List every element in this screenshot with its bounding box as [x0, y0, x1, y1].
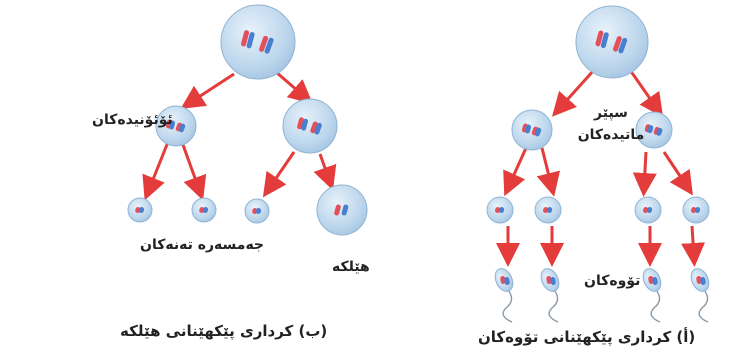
polar-body-2	[192, 198, 216, 222]
sperm-1	[492, 266, 517, 322]
sperm-3-tail	[651, 290, 660, 322]
arrows-group	[148, 70, 694, 258]
caption-oogenesis: (ب) کرداری پێکهێنانی هێلکە	[120, 322, 327, 340]
primary-spermatocyte	[576, 6, 648, 78]
sperm-1-tail	[503, 290, 512, 322]
arrow	[148, 142, 168, 192]
secondary-oocyte-body	[283, 99, 337, 153]
oogonia-label: ئۆئۆنیدەکان	[92, 112, 173, 128]
sperm-4	[688, 266, 713, 322]
primary-oocyte	[221, 5, 295, 79]
sperm-label: تۆوەکان	[584, 273, 640, 289]
arrow	[276, 72, 306, 98]
sperm-4-tail	[699, 290, 708, 322]
spermatids-label: سپێر ماتیدەکان	[575, 102, 647, 146]
egg-label: هێلکە	[332, 259, 370, 275]
arrow	[692, 226, 694, 258]
arrow	[542, 148, 552, 188]
sperm-3	[640, 266, 665, 322]
secondary-spermatocyte-left	[512, 110, 552, 150]
sperm-2-tail	[549, 290, 558, 322]
polar-body-1	[128, 198, 152, 222]
arrow	[508, 148, 526, 188]
arrow	[268, 152, 294, 190]
arrow	[644, 152, 646, 188]
arrow	[182, 142, 200, 192]
caption-spermatogenesis: (أ) کرداری پێکهێنانی تۆوەکان	[478, 328, 695, 346]
arrow	[664, 152, 688, 188]
spermatid-2	[535, 197, 561, 223]
egg-cell-body	[317, 185, 367, 235]
spermatid-4	[683, 197, 709, 223]
arrow	[320, 154, 330, 182]
sperm-2	[538, 266, 563, 322]
polar-body-3	[245, 199, 269, 223]
polar-bodies-label: جەمسەرە تەنەکان	[140, 237, 264, 253]
primary-spermatocyte-body	[576, 6, 648, 78]
egg-cell	[317, 185, 367, 235]
spermatid-1	[487, 197, 513, 223]
secondary-spermatocyte-left-body	[512, 110, 552, 150]
arrow	[188, 74, 234, 104]
secondary-oocyte	[283, 99, 337, 153]
primary-oocyte-body	[221, 5, 295, 79]
spermatid-3	[635, 197, 661, 223]
